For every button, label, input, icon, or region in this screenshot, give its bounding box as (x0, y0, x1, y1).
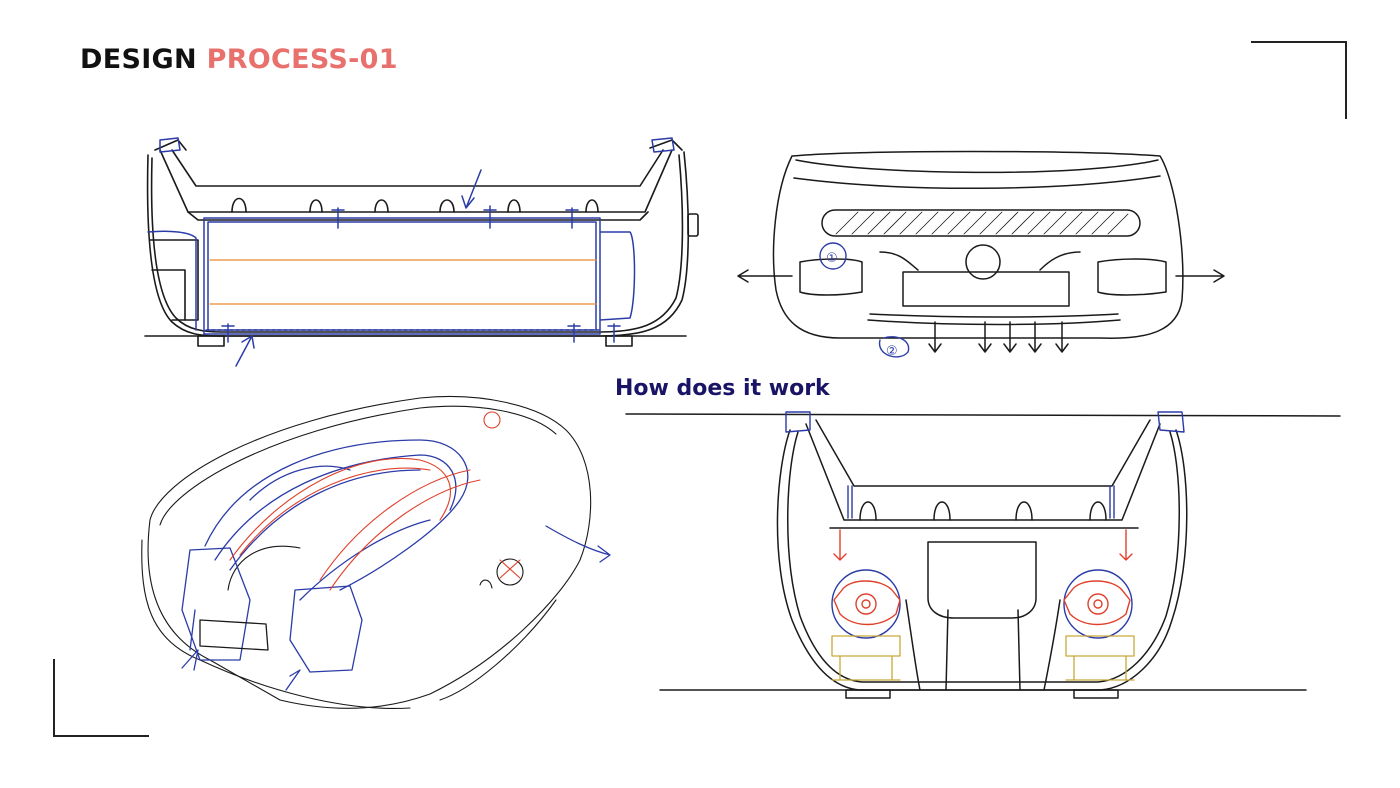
title-process: PROCESS-01 (206, 44, 398, 75)
corner-frame-top-right (1251, 41, 1347, 119)
rear-label-2: ② (886, 344, 898, 359)
corner-frame-bottom-left (53, 659, 149, 737)
sketch-how-it-works (625, 411, 1341, 699)
sketch-rear-view: ① ② (737, 150, 1225, 359)
section-subtitle: How does it work (615, 376, 830, 401)
sketch-side-section (144, 137, 699, 367)
sketch-perspective (141, 396, 611, 709)
title-design: DESIGN (80, 44, 197, 75)
rear-label-1: ① (826, 251, 838, 266)
page-title: DESIGN PROCESS-01 (80, 44, 398, 75)
